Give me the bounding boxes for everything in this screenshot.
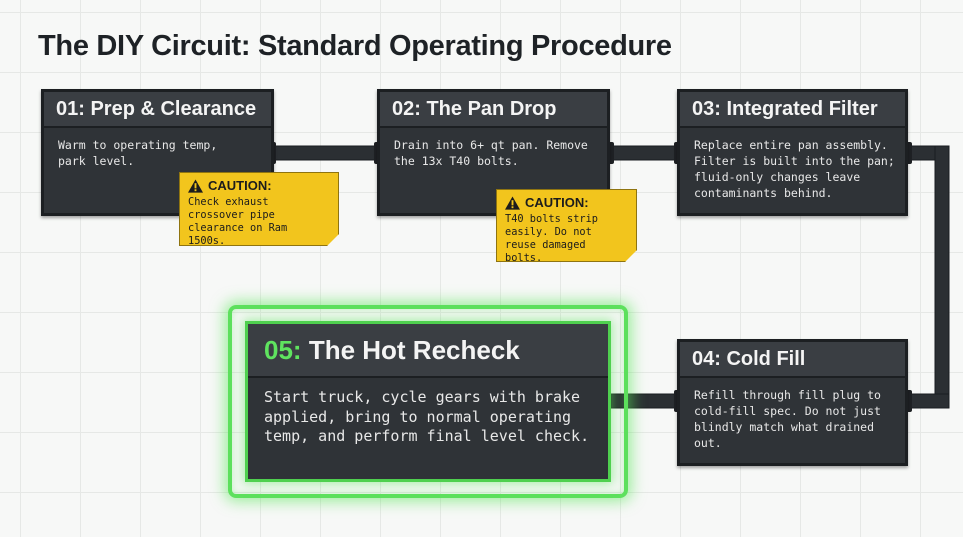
caution-title: CAUTION: xyxy=(208,178,272,193)
caution-text: T40 bolts strip easily. Do not reuse dam… xyxy=(505,213,598,264)
step-title-text: The Hot Recheck xyxy=(308,335,520,365)
caution-title: CAUTION: xyxy=(525,195,589,210)
caution-text: Check exhaust crossover pipe clearance o… xyxy=(188,196,288,247)
step-number: 05: xyxy=(264,335,302,365)
step-description: Replace entire pan assembly. Filter is b… xyxy=(694,138,895,200)
step-description: Refill through fill plug to cold-fill sp… xyxy=(694,388,881,450)
caution-note-02: CAUTION: T40 bolts strip easily. Do not … xyxy=(496,189,637,262)
step-title: 01: Prep & Clearance xyxy=(44,92,271,128)
page-title: The DIY Circuit: Standard Operating Proc… xyxy=(38,30,672,62)
step-title: 05: The Hot Recheck xyxy=(248,324,608,378)
step-title: 02: The Pan Drop xyxy=(380,92,607,128)
step-card-03: 03: Integrated Filter Replace entire pan… xyxy=(677,89,908,216)
step-card-05: 05: The Hot Recheck Start truck, cycle g… xyxy=(245,321,611,482)
highlight-frame xyxy=(228,305,628,498)
warning-triangle-icon xyxy=(188,179,203,193)
step-title: 03: Integrated Filter xyxy=(680,92,905,128)
connector-02-03 xyxy=(607,145,681,161)
warning-triangle-icon xyxy=(505,196,520,210)
step-description: Warm to operating temp, park level. xyxy=(58,138,218,168)
step-card-04: 04: Cold Fill Refill through fill plug t… xyxy=(677,339,908,466)
connector-01-02 xyxy=(271,145,381,161)
step-card-01: 01: Prep & Clearance Warm to operating t… xyxy=(41,89,274,216)
connector-right-vertical xyxy=(934,145,950,409)
step-description: Drain into 6+ qt pan. Remove the 13x T40… xyxy=(394,138,588,168)
step-description: Start truck, cycle gears with brake appl… xyxy=(264,388,590,445)
caution-note-01: CAUTION: Check exhaust crossover pipe cl… xyxy=(179,172,339,246)
step-title: 04: Cold Fill xyxy=(680,342,905,378)
